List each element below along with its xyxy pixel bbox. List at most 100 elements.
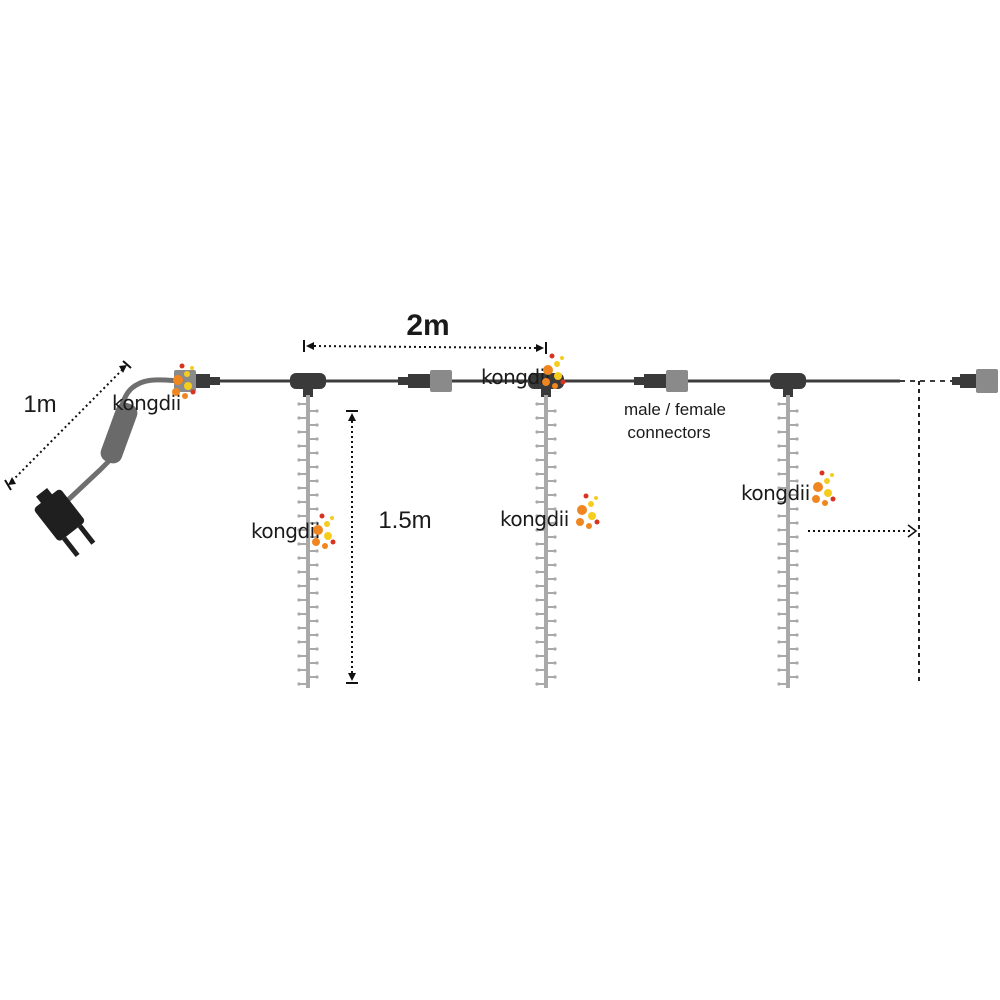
bulb bbox=[795, 605, 799, 609]
bulb bbox=[795, 647, 799, 651]
logo-dot bbox=[172, 388, 180, 396]
bulb bbox=[795, 661, 799, 665]
logo-dot bbox=[576, 518, 584, 526]
bulb bbox=[795, 451, 799, 455]
logo-dot bbox=[824, 478, 830, 484]
inline-controller bbox=[100, 402, 138, 464]
logo-dot bbox=[182, 393, 188, 399]
bulb bbox=[535, 500, 539, 504]
bulb bbox=[535, 570, 539, 574]
bulb bbox=[777, 654, 781, 658]
bulb bbox=[795, 521, 799, 525]
bulb bbox=[795, 549, 799, 553]
bulb bbox=[795, 465, 799, 469]
bulb bbox=[777, 612, 781, 616]
bulb bbox=[315, 549, 319, 553]
logo-dot bbox=[184, 371, 190, 377]
bulb bbox=[553, 507, 557, 511]
t-junction-3 bbox=[770, 373, 806, 397]
bulb bbox=[553, 451, 557, 455]
spacing-arrow bbox=[808, 524, 918, 538]
bulb bbox=[297, 640, 301, 644]
bulb bbox=[553, 521, 557, 525]
bulb bbox=[795, 563, 799, 567]
bulb bbox=[297, 416, 301, 420]
light-strand-2 bbox=[535, 395, 557, 688]
logo-dot bbox=[830, 473, 834, 477]
bulb bbox=[777, 584, 781, 588]
bulb bbox=[315, 437, 319, 441]
bulb bbox=[535, 598, 539, 602]
bulb bbox=[535, 654, 539, 658]
logo-text: kongdii bbox=[741, 481, 810, 505]
bulb bbox=[315, 493, 319, 497]
logo-dot bbox=[330, 516, 334, 520]
bulb bbox=[535, 402, 539, 406]
lead-1m-label: 1m bbox=[23, 391, 56, 418]
bulb bbox=[795, 675, 799, 679]
logo-dot bbox=[554, 361, 560, 367]
bulb bbox=[777, 486, 781, 490]
bulb bbox=[777, 458, 781, 462]
logo-dot bbox=[324, 521, 330, 527]
bulb bbox=[777, 682, 781, 686]
logo-dot bbox=[552, 383, 558, 389]
logo-dot bbox=[594, 519, 600, 525]
logo-dot bbox=[543, 365, 553, 375]
bulb bbox=[297, 598, 301, 602]
kongdii-logo-1: kongdii bbox=[112, 391, 181, 415]
logo-dot bbox=[322, 543, 328, 549]
logo-dot bbox=[319, 513, 325, 519]
logo-text: kongdii bbox=[500, 507, 569, 531]
bulb bbox=[777, 472, 781, 476]
logo-dot bbox=[586, 523, 592, 529]
logo-dot bbox=[184, 382, 192, 390]
bulb bbox=[535, 444, 539, 448]
bulb bbox=[297, 472, 301, 476]
bulb bbox=[315, 563, 319, 567]
bulb bbox=[535, 626, 539, 630]
bulb bbox=[535, 416, 539, 420]
logo-dot bbox=[560, 379, 566, 385]
bulb bbox=[297, 626, 301, 630]
logo-dot bbox=[554, 372, 562, 380]
bulb bbox=[297, 514, 301, 518]
bulb bbox=[297, 556, 301, 560]
logo-text: kongdii bbox=[481, 365, 550, 389]
bulb bbox=[795, 493, 799, 497]
logo-dot bbox=[588, 501, 594, 507]
bulb bbox=[535, 682, 539, 686]
bulb bbox=[297, 654, 301, 658]
light-strand-3 bbox=[777, 395, 799, 688]
bulb bbox=[315, 577, 319, 581]
bulb bbox=[315, 619, 319, 623]
bulb bbox=[553, 563, 557, 567]
male-female-connector-1 bbox=[398, 370, 452, 392]
bulb bbox=[777, 640, 781, 644]
logo-dot bbox=[583, 493, 589, 499]
bulb bbox=[777, 598, 781, 602]
logo-dot bbox=[588, 512, 596, 520]
logo-dot bbox=[824, 489, 832, 497]
power-lead bbox=[34, 377, 181, 558]
bulb bbox=[553, 591, 557, 595]
bulb bbox=[777, 626, 781, 630]
bulb bbox=[315, 507, 319, 511]
dimension-1-5m bbox=[346, 410, 358, 684]
logo-dot bbox=[173, 375, 183, 385]
bulb bbox=[553, 633, 557, 637]
bulb bbox=[297, 570, 301, 574]
logo-dot bbox=[324, 532, 332, 540]
bulb bbox=[297, 682, 301, 686]
bulb bbox=[777, 430, 781, 434]
kongdii-logo-3: kongdii bbox=[251, 519, 320, 543]
logo-dot bbox=[819, 470, 825, 476]
logo-dot bbox=[594, 496, 598, 500]
logo-dot bbox=[330, 539, 336, 545]
bulb bbox=[297, 458, 301, 462]
bulb bbox=[795, 535, 799, 539]
bulb bbox=[315, 521, 319, 525]
bulb bbox=[535, 612, 539, 616]
bulb bbox=[297, 584, 301, 588]
